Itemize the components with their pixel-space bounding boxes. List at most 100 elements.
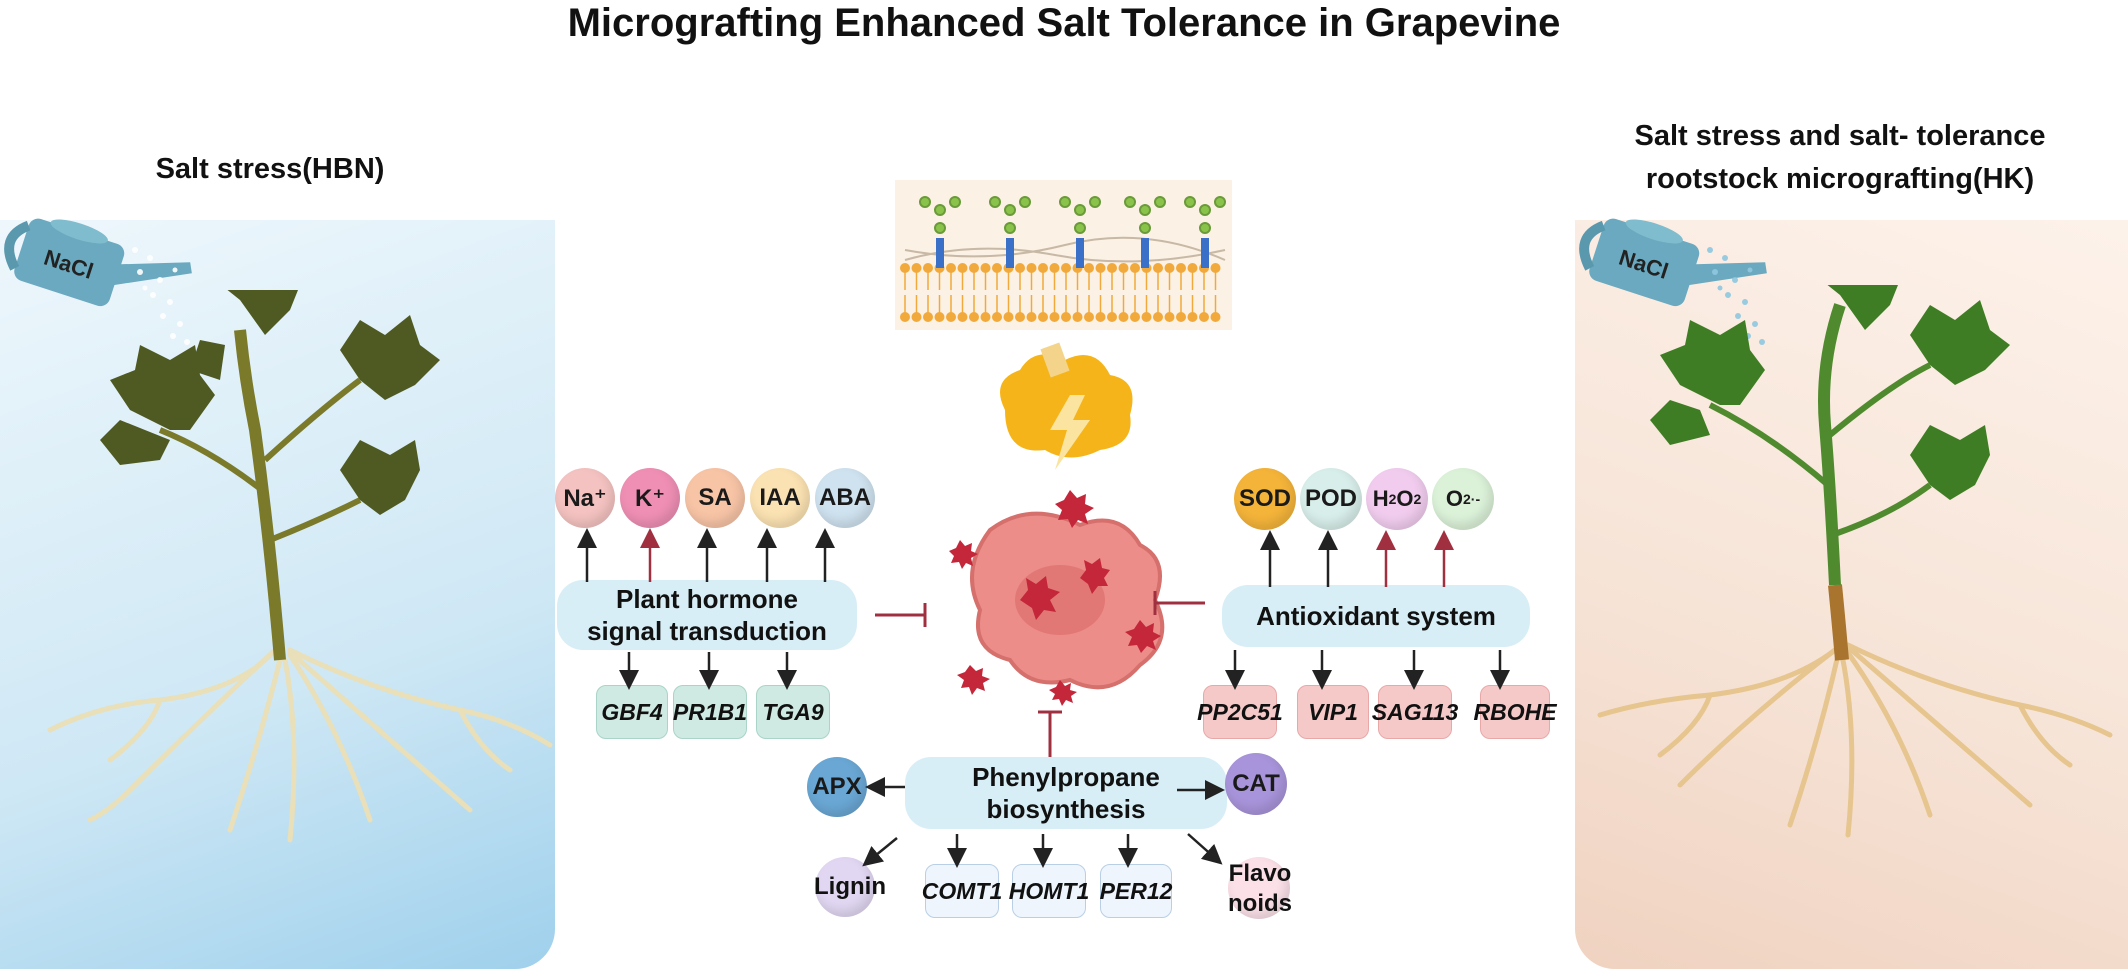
node-sa: SA	[685, 468, 745, 528]
lipid-head-icon	[911, 263, 922, 273]
lipid-head-icon	[1026, 312, 1037, 322]
hormone-label-line2: signal transduction	[587, 616, 827, 646]
lipid-head-icon	[980, 263, 991, 273]
lipid-head-icon	[1164, 263, 1175, 273]
lipid-head-icon	[1061, 312, 1071, 322]
lipid-head-icon	[1118, 263, 1129, 273]
lipid-head-icon	[900, 263, 910, 273]
lipid-head-icon	[1061, 263, 1071, 273]
lipid-head-icon	[957, 312, 968, 322]
phenyl-label-line2: biosynthesis	[986, 794, 1146, 824]
lipid-head-icon	[1176, 263, 1186, 273]
lipid-head-icon	[1072, 312, 1083, 322]
lipid-head-icon	[1176, 312, 1186, 322]
lipid-head-icon	[911, 312, 922, 322]
node-aba: ABA	[815, 468, 875, 528]
node-sod: SOD	[1234, 468, 1296, 530]
lipid-head-icon	[1049, 263, 1060, 273]
lipid-head-icon	[1164, 312, 1175, 322]
lipid-head-icon	[957, 263, 968, 273]
lipid-head-icon	[969, 312, 979, 322]
lipid-head-icon	[1003, 312, 1014, 322]
lipid-head-icon	[900, 312, 910, 322]
watering-can-icon-right: NaCl	[1579, 218, 1767, 307]
lipid-head-icon	[1095, 263, 1106, 273]
lipid-head-icon	[1141, 312, 1152, 322]
node-k: K⁺	[620, 468, 680, 528]
water-drops-right	[1707, 247, 1765, 345]
gene-tga9: TGA9	[756, 685, 830, 739]
left-panel-title: Salt stress(HBN)	[155, 153, 385, 185]
lignin-label: Lignin	[814, 873, 886, 900]
lipid-head-icon	[1038, 312, 1048, 322]
lipid-head-icon	[934, 312, 945, 322]
phenylpropane-biosynthesis-box: Phenylpropane biosynthesis	[905, 757, 1227, 829]
gene-vip1: VIP1	[1297, 685, 1369, 739]
lipid-head-icon	[1107, 312, 1117, 322]
lipid-head-icon	[1015, 312, 1025, 322]
glycoprotein-icons	[919, 196, 1226, 268]
gene-pp2c51: PP2C51	[1197, 685, 1283, 739]
page-title: Micrografting Enhanced Salt Tolerance in…	[567, 1, 1561, 45]
gene-pr1b1: PR1B1	[673, 685, 747, 739]
lipid-head-icon	[1118, 312, 1129, 322]
lipid-head-icon	[1153, 312, 1163, 322]
antioxidant-system-box: Antioxidant system	[1222, 585, 1530, 647]
gene-rbohe: RBOHE	[1473, 685, 1557, 739]
gene-comt1: COMT1	[922, 864, 1002, 918]
lipid-head-icon	[1095, 312, 1106, 322]
plant-hormone-signal-box: Plant hormone signal transduction	[557, 580, 857, 650]
lipid-head-icon	[1153, 263, 1163, 273]
node-cat: CAT	[1225, 753, 1287, 815]
node-pod: POD	[1300, 468, 1362, 530]
superoxide-icons	[1020, 558, 1110, 620]
cell-membrane-illustration	[900, 196, 1226, 322]
lipid-head-icon	[1210, 312, 1221, 322]
lipid-head-icon	[946, 263, 956, 273]
node-na: Na⁺	[555, 468, 615, 528]
lipid-head-icon	[1187, 312, 1198, 322]
lipid-head-icon	[1084, 263, 1094, 273]
ros-cell-illustration	[970, 511, 1165, 690]
lipid-head-icon	[1130, 263, 1140, 273]
lipid-head-icon	[946, 312, 956, 322]
lipid-head-icon	[1107, 263, 1117, 273]
right-panel-title-line2: rootstock micrografting(HK)	[1645, 163, 2035, 195]
lipid-head-icon	[1187, 263, 1198, 273]
lipid-head-icon	[1210, 263, 1221, 273]
flavonoids-label-line1: Flavo	[1228, 860, 1292, 887]
flavonoids-label-line2: noids	[1228, 890, 1292, 917]
gene-homt1: HOMT1	[1009, 864, 1089, 918]
lipid-head-icon	[1049, 312, 1060, 322]
lipid-head-icon	[992, 312, 1002, 322]
right-panel-title-line1: Salt stress and salt- tolerance	[1634, 120, 2046, 152]
lipid-head-icon	[969, 263, 979, 273]
lipid-head-icon	[923, 312, 933, 322]
lipid-head-icon	[1038, 263, 1048, 273]
gene-gbf4: GBF4	[596, 685, 668, 739]
watering-can-icon-left: NaCl	[4, 218, 192, 307]
lipid-head-icon	[1015, 263, 1025, 273]
healthy-plant-illustration	[1597, 285, 2113, 838]
node-lignin-bg	[815, 857, 875, 917]
stressed-plant-illustration	[47, 290, 553, 843]
lipid-head-icon	[980, 312, 991, 322]
lipid-head-icon	[1130, 312, 1140, 322]
node-iaa: IAA	[750, 468, 810, 528]
antioxidant-label: Antioxidant system	[1256, 601, 1496, 631]
floating-ros-icons	[949, 490, 1161, 706]
water-drops-left	[132, 247, 190, 345]
node-apx: APX	[807, 757, 867, 817]
right-panel	[1575, 220, 2128, 969]
stress-lightning-icon	[1000, 342, 1133, 470]
lipid-head-icon	[1084, 312, 1094, 322]
phenyl-label-line1: Phenylpropane	[972, 762, 1160, 792]
lipid-head-icon	[1199, 312, 1209, 322]
hormone-label-line1: Plant hormone	[615, 584, 798, 614]
lipid-head-icon	[923, 263, 933, 273]
node-flavonoids-bg	[1228, 857, 1290, 919]
gene-per12: PER12	[1100, 864, 1172, 918]
